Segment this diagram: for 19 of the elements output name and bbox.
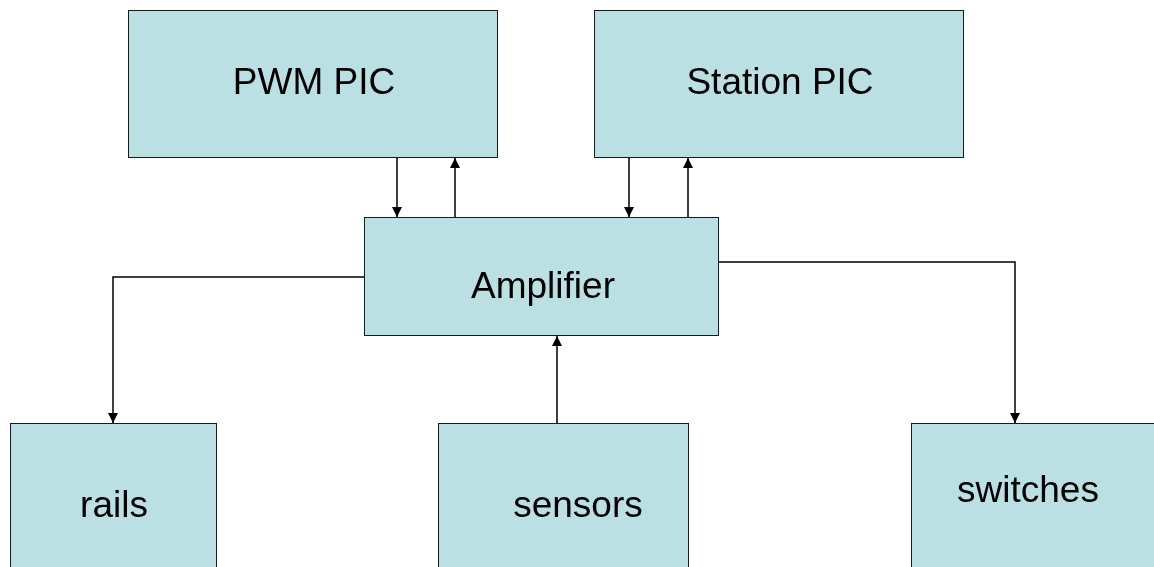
- arrow: [552, 335, 562, 424]
- arrow: [718, 261, 1020, 424]
- box-label: sensors: [513, 485, 643, 523]
- arrow: [683, 157, 693, 218]
- process-box: [438, 423, 689, 567]
- box-label: Station PIC: [686, 62, 874, 100]
- arrow: [624, 157, 634, 218]
- arrow: [450, 157, 460, 218]
- box-label: Amplifier: [471, 266, 615, 304]
- arrow: [108, 276, 365, 424]
- process-box: [364, 217, 719, 336]
- box-label: rails: [80, 485, 148, 523]
- box-label: PWM PIC: [232, 62, 396, 100]
- process-box: [911, 423, 1154, 567]
- process-box: [10, 423, 217, 567]
- process-box: [594, 10, 964, 158]
- process-box: [128, 10, 498, 158]
- box-label: switches: [957, 470, 1099, 508]
- arrow: [392, 157, 402, 218]
